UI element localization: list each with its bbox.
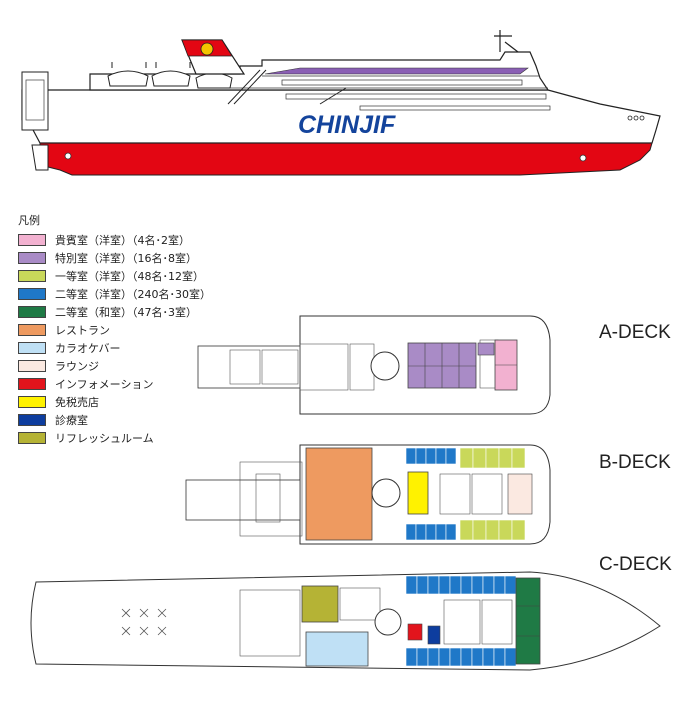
legend-swatch (18, 432, 46, 444)
legend-item: 診療室 (18, 411, 211, 429)
legend-label: 免税売店 (55, 396, 99, 409)
deck-label-c: C-DECK (599, 554, 672, 575)
legend-item: 二等室（和室）（47名･3室） (18, 303, 211, 321)
legend-item: 免税売店 (18, 393, 211, 411)
legend-swatch (18, 378, 46, 390)
b-deck-restaurant (305, 447, 373, 541)
b-deck-cabins-2nd-bottom (405, 523, 457, 541)
b-deck-lounge (507, 473, 533, 515)
c-deck-cabins-2nd-bottom (405, 647, 517, 667)
legend-swatch (18, 396, 46, 408)
legend-label: 一等室（洋室）（48名･12室） (55, 270, 204, 283)
b-deck-cabins-2nd-top (405, 447, 457, 465)
portholes (627, 115, 645, 121)
legend-label: 二等室（洋室）（240名･30室） (55, 288, 211, 301)
b-deck-cabins-1st-bottom (459, 519, 526, 541)
legend-label: インフォメーション (55, 378, 154, 391)
legend-item: 特別室（洋室）（16名･8室） (18, 249, 211, 267)
deck-label-a: A-DECK (599, 322, 671, 343)
funnel-emblem (200, 42, 214, 56)
c-deck-japanese-rooms (515, 577, 541, 665)
legend-item: レストラン (18, 321, 211, 339)
ship-brand-logo: CHINJIF (298, 111, 396, 139)
deck-label-b: B-DECK (599, 452, 671, 473)
legend-swatch (18, 234, 46, 246)
c-deck-stairwell (374, 608, 402, 636)
legend-swatch (18, 270, 46, 282)
legend-label: 貴賓室（洋室）（4名･2室） (55, 234, 190, 247)
legend-label: ラウンジ (55, 360, 99, 373)
windows (281, 79, 551, 111)
b-deck-duty-free-shop (407, 471, 429, 515)
legend-item: インフォメーション (18, 375, 211, 393)
legend: 凡例 貴賓室（洋室）（4名･2室） 特別室（洋室）（16名･8室） 一等室（洋室… (18, 212, 211, 447)
a-deck-stairwell (370, 351, 400, 381)
c-deck-car-markers (121, 608, 167, 636)
legend-label: 二等室（和室）（47名･3室） (55, 306, 197, 319)
legend-item: ラウンジ (18, 357, 211, 375)
legend-item: 一等室（洋室）（48名･12室） (18, 267, 211, 285)
a-deck-stern-structure (197, 345, 301, 389)
legend-item: リフレッシュルーム (18, 429, 211, 447)
ship-hull-red (39, 142, 653, 176)
hull-porthole (579, 154, 587, 162)
b-deck-cabins-1st-top (459, 447, 526, 469)
legend-swatch (18, 360, 46, 372)
c-deck-karaoke-bar (305, 631, 369, 667)
rudder (31, 144, 49, 171)
legend-title: 凡例 (18, 214, 40, 227)
c-deck-information (407, 623, 423, 641)
legend-item: 二等室（洋室）（240名･30室） (18, 285, 211, 303)
legend-swatch (18, 288, 46, 300)
c-deck-outline (30, 571, 661, 671)
lifeboats (107, 62, 233, 89)
c-deck-clinic (427, 625, 441, 645)
legend-swatch (18, 342, 46, 354)
exterior-stairs (227, 69, 347, 105)
mast (494, 30, 519, 53)
c-deck-refresh-room (301, 585, 339, 623)
legend-swatch (18, 324, 46, 336)
legend-item: カラオケバー (18, 339, 211, 357)
legend-label: 診療室 (55, 414, 88, 427)
legend-label: レストラン (55, 324, 110, 337)
c-deck-cabins-2nd-top (405, 575, 517, 595)
b-deck-stairwell (371, 478, 401, 508)
legend-swatch (18, 414, 46, 426)
a-deck-special-rooms-fwd (477, 342, 495, 356)
purple-band (264, 67, 529, 75)
legend-label: 特別室（洋室）（16名･8室） (55, 252, 197, 265)
legend-label: カラオケバー (55, 342, 121, 355)
b-deck-stern-structure (185, 479, 301, 521)
a-deck-plan (197, 315, 551, 415)
c-deck-plan (30, 571, 661, 671)
legend-label: リフレッシュルーム (55, 432, 154, 445)
ship-elevation: CHINJIF (21, 30, 661, 176)
legend-swatch (18, 306, 46, 318)
legend-item: 貴賓室（洋室）（4名･2室） (18, 231, 211, 249)
legend-swatch (18, 252, 46, 264)
b-deck-plan (185, 444, 551, 545)
